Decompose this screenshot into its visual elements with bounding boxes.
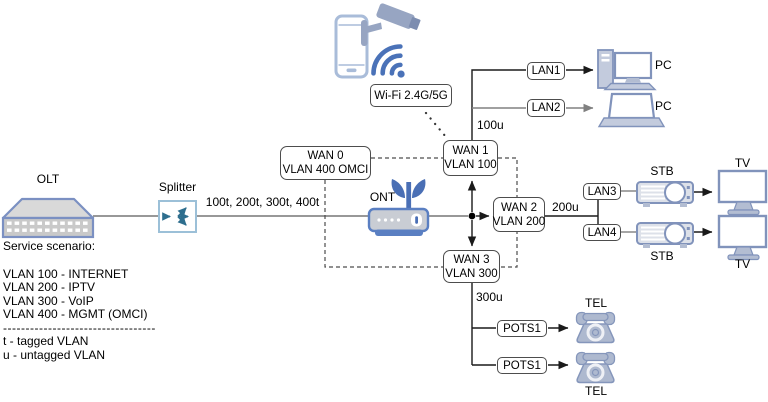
pots1-top-node: POTS1 <box>497 320 547 337</box>
stb-bottom-label: STB <box>650 249 674 263</box>
wan3-port-label: 300u <box>476 290 503 304</box>
desktop-pc-icon <box>597 49 657 91</box>
lan1-node: LAN1 <box>527 62 565 80</box>
lan4-node: LAN4 <box>583 224 621 241</box>
wan3-subtitle: VLAN 300 <box>445 267 498 280</box>
telephone-icon-top <box>575 311 616 344</box>
tv-top-label: TV <box>734 156 751 170</box>
smartphone-icon <box>334 14 369 79</box>
olt-switch-icon <box>1 197 95 239</box>
ethernet-links <box>467 65 713 370</box>
wifi-label-node: Wi-Fi 2.4G/5G <box>370 84 452 107</box>
junction-dot <box>468 212 476 220</box>
legend-title: Service scenario: <box>3 239 96 253</box>
wan3-node: WAN 3 VLAN 300 <box>443 250 500 283</box>
service-scenario-legend: Service scenario: VLAN 100 - INTERNET VL… <box>3 239 156 362</box>
ont-label: ONT <box>369 190 396 204</box>
cctv-camera-icon <box>361 3 421 46</box>
wan1-node: WAN 1 VLAN 100 <box>443 140 498 176</box>
legend-vlan-300: VLAN 300 - VoIP <box>3 293 94 308</box>
fiber-vlans-label: 100t, 200t, 300t, 400t <box>205 195 320 209</box>
lan3-node: LAN3 <box>583 183 621 200</box>
tv-icon-bottom <box>717 214 768 261</box>
wifi-signal-icon <box>371 44 405 78</box>
splitter-label: Splitter <box>158 180 197 194</box>
tv-icon-top <box>717 169 768 216</box>
legend-vlan-400: VLAN 400 - MGMT (OMCI) <box>3 307 148 321</box>
wireless-router-icon <box>367 179 430 236</box>
wan2-port-label: 200u <box>552 200 579 214</box>
wan1-port-label: 100u <box>477 118 504 132</box>
dotted-wifi-wan1 <box>424 111 448 139</box>
stb-top-label: STB <box>650 164 674 178</box>
wan2-title: WAN 2 <box>501 201 537 214</box>
wan0-title: WAN 0 <box>307 150 344 162</box>
wan1-title: WAN 1 <box>452 145 489 157</box>
olt-label: OLT <box>36 172 60 186</box>
laptop-icon <box>597 92 666 128</box>
pc-desktop-label: PC <box>655 58 672 72</box>
link-wan1-lan1 <box>471 69 526 140</box>
wan1-subtitle: VLAN 100 <box>444 159 497 171</box>
wan2-subtitle: VLAN 200 <box>492 215 546 228</box>
gray-links <box>472 103 636 233</box>
wan0-node: WAN 0 VLAN 400 OMCI <box>280 146 371 180</box>
tv-bottom-label: TV <box>734 257 751 271</box>
wan2-node: WAN 2 VLAN 200 <box>493 197 545 232</box>
wan0-subtitle: VLAN 400 OMCI <box>282 164 369 176</box>
pc-laptop-label: PC <box>655 99 672 113</box>
lan2-node: LAN2 <box>527 99 565 117</box>
telephone-icon-bottom <box>575 351 616 384</box>
legend-divider: ---------------------------------- <box>3 320 156 335</box>
legend-note-tagged: t - tagged VLAN <box>3 334 89 348</box>
legend-vlan-list: VLAN 100 - INTERNET VLAN 200 - IPTV VLAN… <box>3 266 156 322</box>
optical-splitter-icon <box>158 200 197 233</box>
set-top-box-icon-bottom <box>636 222 694 248</box>
pots1-bottom-node: POTS1 <box>497 357 547 374</box>
legend-vlan-200: VLAN 200 - IPTV <box>3 280 96 294</box>
legend-notes: t - tagged VLAN u - untagged VLAN <box>3 334 156 362</box>
dashed-wan0-wan3-left <box>324 180 443 268</box>
legend-vlan-100: VLAN 100 - INTERNET <box>3 266 129 281</box>
legend-note-untagged: u - untagged VLAN <box>3 347 106 362</box>
tel-top-label: TEL <box>584 296 607 310</box>
set-top-box-icon-top <box>636 181 694 207</box>
tel-bottom-label: TEL <box>584 384 607 398</box>
wan3-title: WAN 3 <box>453 253 490 266</box>
